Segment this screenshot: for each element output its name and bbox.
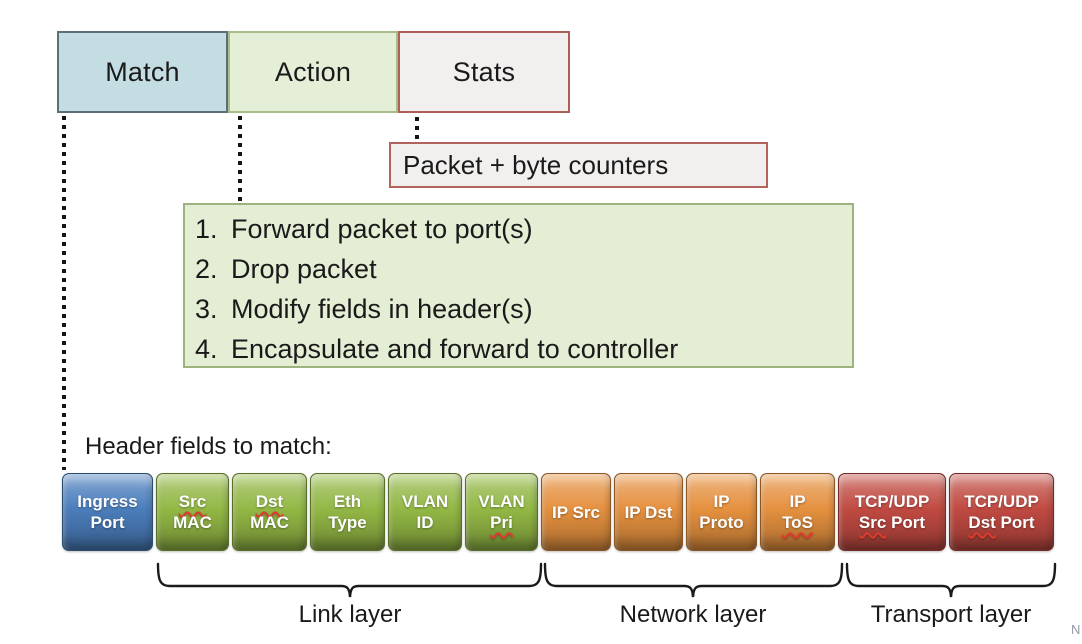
field-text: TCP/UDP [854, 492, 930, 511]
stats-dotted-connector [415, 117, 419, 143]
action-item-number: 3. [195, 293, 218, 324]
header-field-line: MAC [250, 512, 289, 533]
action-item-2: 2. Drop packet [195, 249, 852, 289]
header-field-line: IP Dst [625, 502, 673, 523]
flow-cell-action-label: Action [274, 56, 352, 87]
header-field-ip-proto: IP Proto [686, 473, 757, 551]
field-text: ID [416, 513, 434, 532]
field-text: MAC [173, 513, 212, 532]
header-field-line: ID [417, 512, 434, 533]
screenshot-edge-artifact: N [1071, 622, 1081, 637]
field-text: VLAN [478, 492, 525, 511]
header-field-line: Type [328, 512, 366, 533]
header-field-line: MAC [173, 512, 212, 533]
flow-cell-action: Action [228, 31, 398, 113]
header-field-ip-dst: IP Dst [614, 473, 683, 551]
action-item-1: 1. Forward packet to port(s) [195, 209, 852, 249]
misspelled-text: Src [858, 513, 887, 532]
field-text: Type [328, 513, 367, 532]
field-text: IP [713, 492, 730, 511]
action-item-4: 4. Encapsulate and forward to controller [195, 329, 852, 369]
flow-cell-stats: Stats [398, 31, 570, 113]
header-field-ip-src: IP Src [541, 473, 611, 551]
header-field-line: TCP/UDP [964, 491, 1039, 512]
header-field-vlan-id: VLAN ID [388, 473, 462, 551]
field-text: Port [886, 513, 926, 532]
header-field-line: Pri [490, 512, 513, 533]
field-text: MAC [250, 513, 289, 532]
action-list: 1. Forward packet to port(s) 2. Drop packet… [185, 205, 852, 369]
header-field-line: VLAN [478, 491, 524, 512]
field-text: Ingress [77, 492, 138, 511]
action-item-number: 2. [195, 253, 218, 284]
misspelled-text: Src [178, 492, 207, 511]
field-text: Eth [333, 492, 362, 511]
header-field-line: TCP/UDP [855, 491, 930, 512]
misspelled-text: Pri [490, 513, 513, 532]
action-item-text: Forward packet to port(s) [231, 213, 533, 244]
field-text: Port [995, 513, 1035, 532]
transport-layer-label: Transport layer [870, 601, 1032, 628]
action-item-text: Encapsulate and forward to controller [231, 333, 679, 364]
header-field-line: Dst [256, 491, 283, 512]
field-text: IP [789, 492, 806, 511]
action-item-number: 1. [195, 213, 218, 244]
header-field-line: IP [713, 491, 729, 512]
misspelled-text: Dst [255, 492, 284, 511]
action-callout-box: 1. Forward packet to port(s) 2. Drop packet… [183, 203, 854, 368]
header-field-line: IP Src [552, 502, 600, 523]
action-item-3: 3. Modify fields in header(s) [195, 289, 852, 329]
misspelled-text: Dst [968, 513, 996, 532]
network-layer-label: Network layer [619, 601, 767, 628]
flow-cell-stats-label: Stats [452, 56, 516, 87]
field-text: IP Dst [624, 502, 673, 522]
link-layer-brace [156, 562, 543, 598]
flow-cell-match: Match [57, 31, 228, 113]
action-dotted-connector [238, 116, 242, 202]
header-field-line: Port [91, 512, 125, 533]
field-text: Proto [699, 513, 744, 532]
field-text: Port [90, 513, 125, 532]
field-text: TCP/UDP [964, 492, 1039, 511]
header-field-line: Dst Port [968, 512, 1034, 533]
header-field-line: IP [789, 491, 805, 512]
header-field-line: VLAN [402, 491, 448, 512]
link-layer-label: Link layer [298, 601, 402, 628]
stats-callout-box: Packet + byte counters [389, 142, 768, 188]
network-layer-brace [543, 562, 844, 598]
action-item-text: Drop packet [231, 253, 377, 284]
misspelled-text: ToS [782, 513, 813, 532]
header-field-line: Eth [334, 491, 361, 512]
header-field-line: Proto [699, 512, 743, 533]
transport-layer-brace [845, 562, 1057, 598]
header-field-vlan-pri: VLAN Pri [465, 473, 538, 551]
header-field-ip-tos: IP ToS [760, 473, 835, 551]
header-field-line: Ingress [77, 491, 137, 512]
action-item-number: 4. [195, 333, 218, 364]
action-item-text: Modify fields in header(s) [231, 293, 533, 324]
stats-callout-text: Packet + byte counters [403, 149, 669, 180]
header-fields-title: Header fields to match: [85, 433, 332, 460]
flow-cell-match-label: Match [105, 56, 180, 87]
match-dotted-connector [62, 116, 66, 470]
field-text: VLAN [401, 492, 449, 511]
header-field-line: ToS [782, 512, 813, 533]
header-field-line: Src Port [859, 512, 925, 533]
header-field-line: Src [179, 491, 206, 512]
field-text: IP Src [552, 502, 600, 522]
